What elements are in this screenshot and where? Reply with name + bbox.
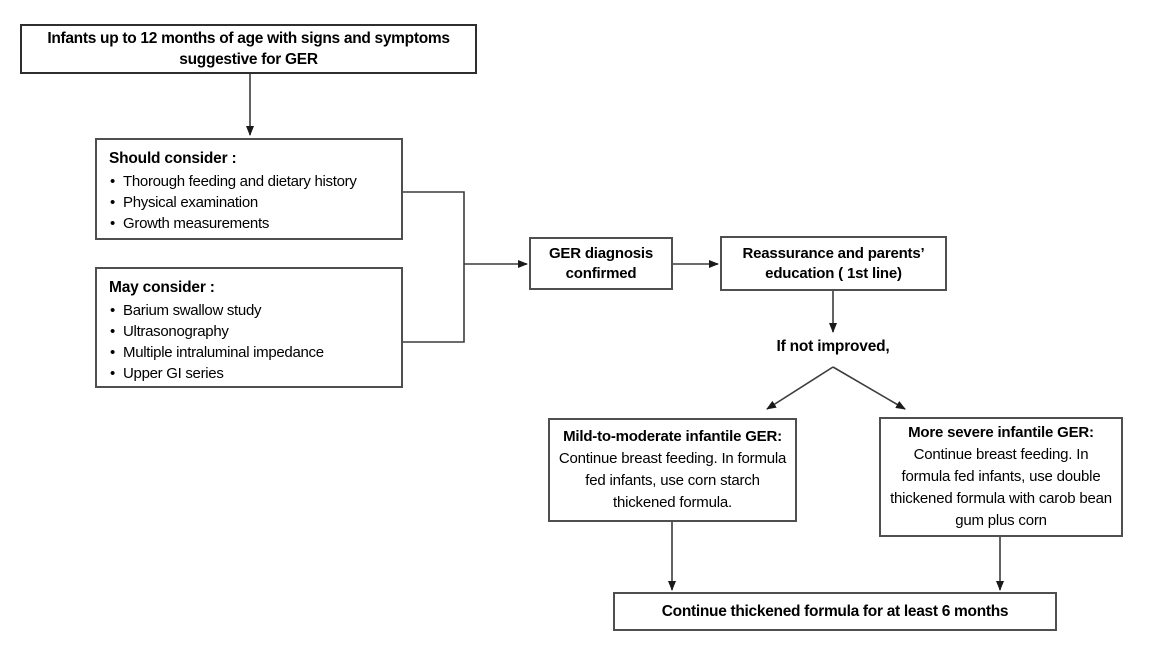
mild-moderate-body: Continue breast feeding. In formula fed … xyxy=(558,450,787,511)
box-infants-line-1: Infants up to 12 months of age with sign… xyxy=(47,30,450,47)
arrow-branch-left xyxy=(766,366,834,410)
reassurance-line-2: education ( 1st line) xyxy=(765,264,902,282)
should-consider-list: Thorough feeding and dietary history Phy… xyxy=(109,171,393,234)
ger-confirmed-line-1: GER diagnosis xyxy=(548,244,654,262)
list-item: Multiple intraluminal impedance xyxy=(109,342,393,363)
list-item: Barium swallow study xyxy=(109,300,393,321)
list-item: Upper GI series xyxy=(109,363,393,384)
box-infants-line-2: suggestive for GER xyxy=(179,51,318,68)
box-more-severe-ger: More severe infantile GER: Continue brea… xyxy=(879,417,1123,537)
label-if-not-improved: If not improved, xyxy=(776,338,890,355)
bracket-connector xyxy=(403,191,465,343)
more-severe-text: More severe infantile GER: Continue brea… xyxy=(889,422,1113,532)
more-severe-body: Continue breast feeding. In formula fed … xyxy=(890,446,1112,529)
box-infants-signs: Infants up to 12 months of age with sign… xyxy=(20,24,477,74)
mild-moderate-title: Mild-to-moderate infantile GER: xyxy=(563,428,782,445)
more-severe-title: More severe infantile GER: xyxy=(908,424,1094,441)
arrow-branch-right xyxy=(832,366,906,410)
list-item: Ultrasonography xyxy=(109,321,393,342)
list-item: Physical examination xyxy=(109,192,393,213)
box-reassurance-education: Reassurance and parents’ education ( 1st… xyxy=(720,236,947,291)
continue-formula-text: Continue thickened formula for at least … xyxy=(661,603,1009,620)
box-mild-moderate-ger: Mild-to-moderate infantile GER: Continue… xyxy=(548,418,797,522)
may-consider-list: Barium swallow study Ultrasonography Mul… xyxy=(109,300,393,384)
list-item: Thorough feeding and dietary history xyxy=(109,171,393,192)
reassurance-line-1: Reassurance and parents’ xyxy=(742,244,925,262)
box-may-consider: May consider : Barium swallow study Ultr… xyxy=(95,267,403,388)
mild-moderate-text: Mild-to-moderate infantile GER: Continue… xyxy=(558,426,787,514)
may-consider-heading: May consider : xyxy=(109,279,215,296)
box-ger-confirmed: GER diagnosis confirmed xyxy=(529,237,673,290)
box-should-consider: Should consider : Thorough feeding and d… xyxy=(95,138,403,240)
ger-confirmed-line-2: confirmed xyxy=(565,264,637,282)
list-item: Growth measurements xyxy=(109,213,393,234)
should-consider-heading: Should consider : xyxy=(109,150,237,167)
box-continue-formula: Continue thickened formula for at least … xyxy=(613,592,1057,631)
